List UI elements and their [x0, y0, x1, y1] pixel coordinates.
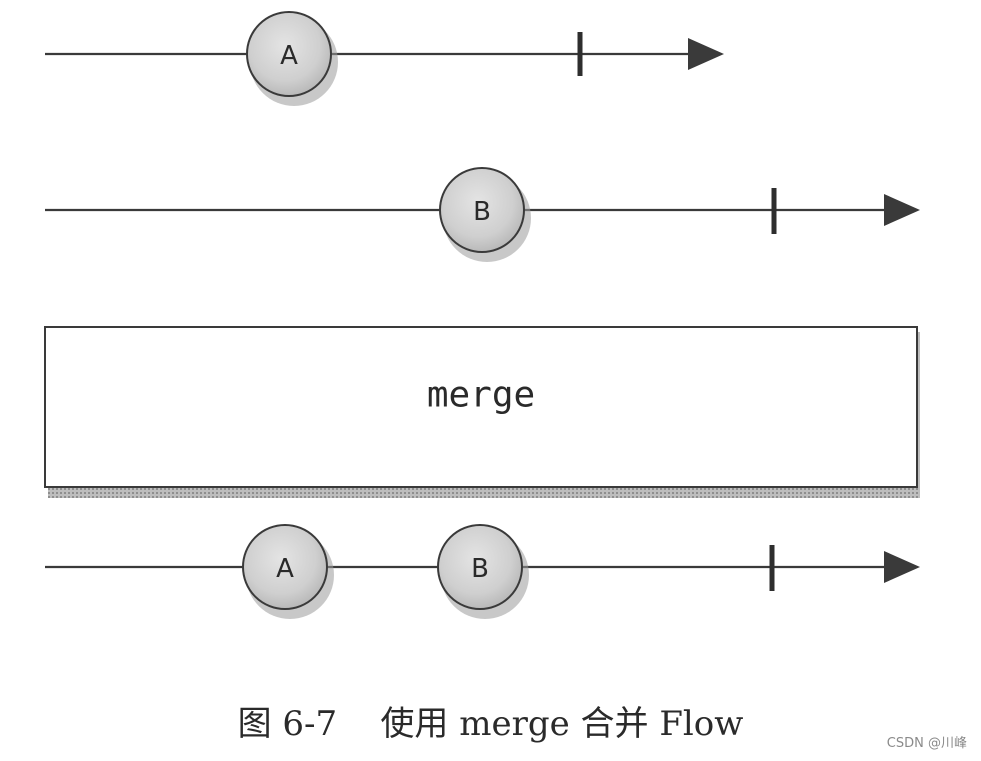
operator-label: merge	[427, 375, 535, 416]
marble-circle	[242, 524, 328, 610]
marble: B	[439, 167, 531, 262]
input-stream-1: A	[45, 11, 724, 106]
arrowhead-icon	[884, 194, 920, 226]
arrowhead-icon	[688, 38, 724, 70]
marble-label: A	[276, 554, 294, 584]
marble: A	[246, 11, 338, 106]
input-stream-2: B	[45, 167, 920, 262]
arrowhead-icon	[884, 551, 920, 583]
marble: B	[437, 524, 529, 619]
merge-operator-box: merge	[44, 326, 920, 498]
marble-circle	[437, 524, 523, 610]
marble: A	[242, 524, 334, 619]
marble-label: B	[473, 197, 491, 227]
figure-caption-text: 使用 merge 合并 Flow	[380, 704, 744, 744]
marble-circle	[246, 11, 332, 97]
operator-box	[44, 326, 918, 488]
figure-caption: 图 6-7 使用 merge 合并 Flow	[0, 696, 981, 745]
output-stream: A B	[45, 524, 920, 619]
watermark: CSDN @川峰	[886, 736, 967, 751]
figure-number: 图 6-7	[237, 704, 338, 744]
marble-label: A	[280, 41, 298, 71]
marble-label: B	[471, 554, 489, 584]
marble-circle	[439, 167, 525, 253]
